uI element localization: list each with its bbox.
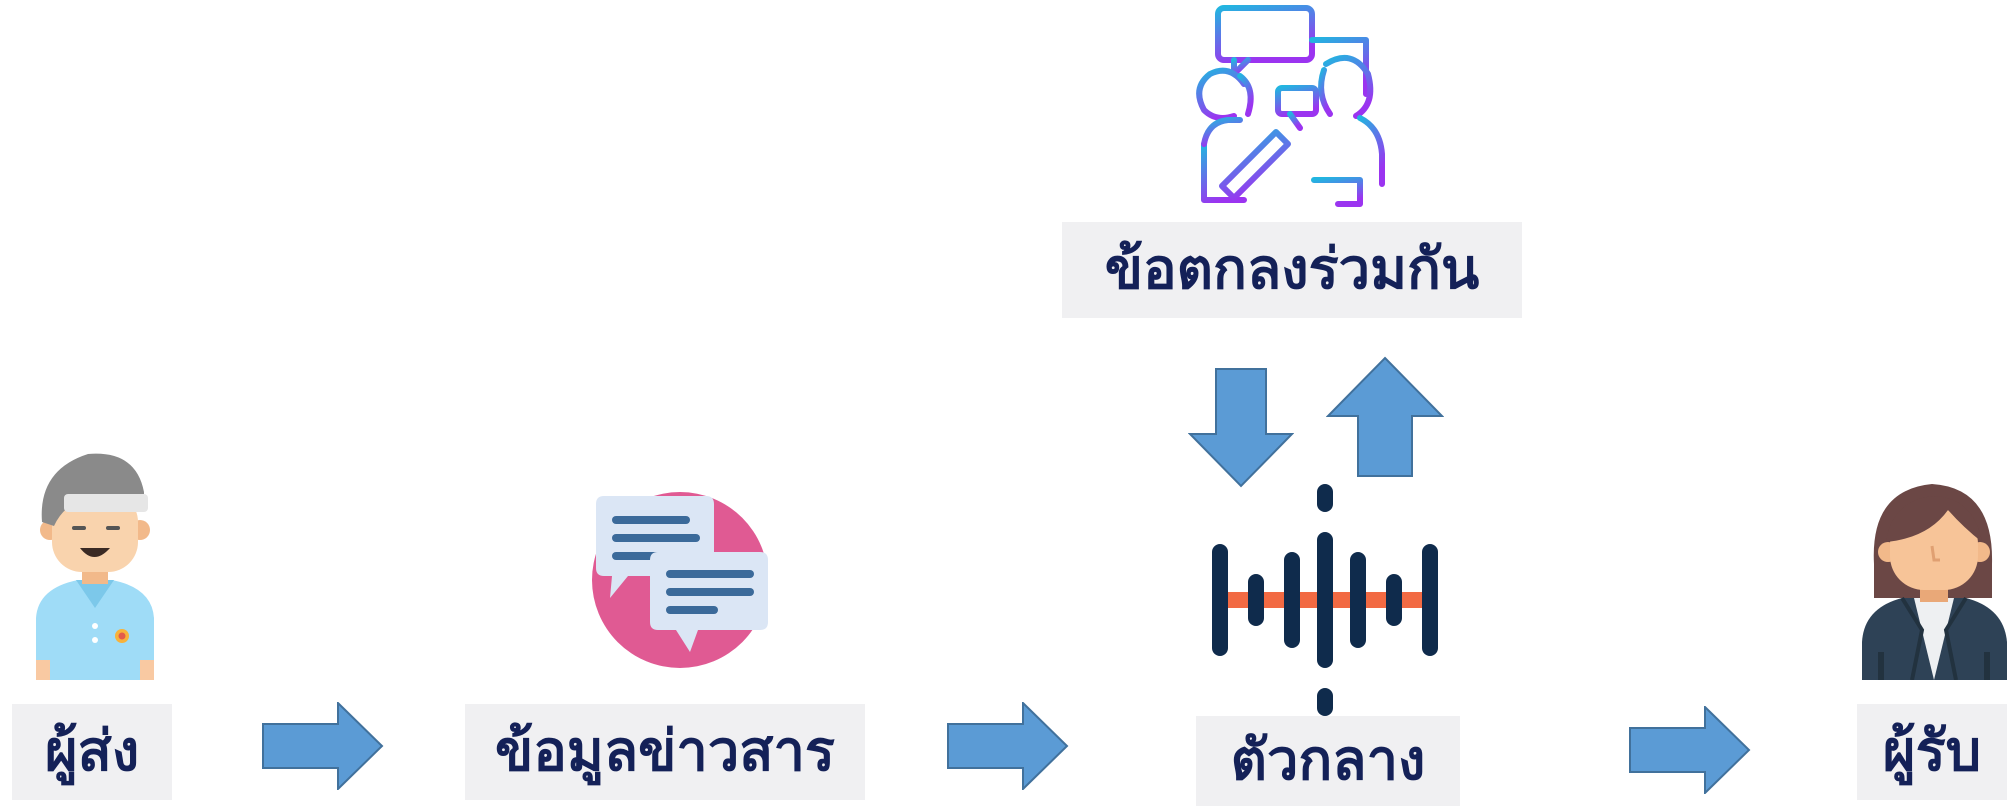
arrow-right-icon <box>947 702 1069 790</box>
woman-receiver-icon <box>1862 480 2007 680</box>
channel-label: ตัวกลาง <box>1196 716 1460 806</box>
sound-wave-icon <box>1208 484 1442 716</box>
arrow-right-icon <box>1629 706 1751 794</box>
agreement-label: ข้อตกลงร่วมกัน <box>1062 222 1522 318</box>
sender-label: ผู้ส่ง <box>12 704 172 800</box>
receiver-label: ผู้รับ <box>1857 704 2007 800</box>
man-sender-icon <box>28 448 162 680</box>
arrow-up-icon <box>1326 356 1444 478</box>
arrow-right-icon <box>262 702 384 790</box>
message-label: ข้อมูลข่าวสาร <box>465 704 865 800</box>
people-conversation-icon <box>1190 4 1400 208</box>
arrow-down-icon <box>1188 368 1294 488</box>
chat-bubbles-icon <box>588 490 768 670</box>
